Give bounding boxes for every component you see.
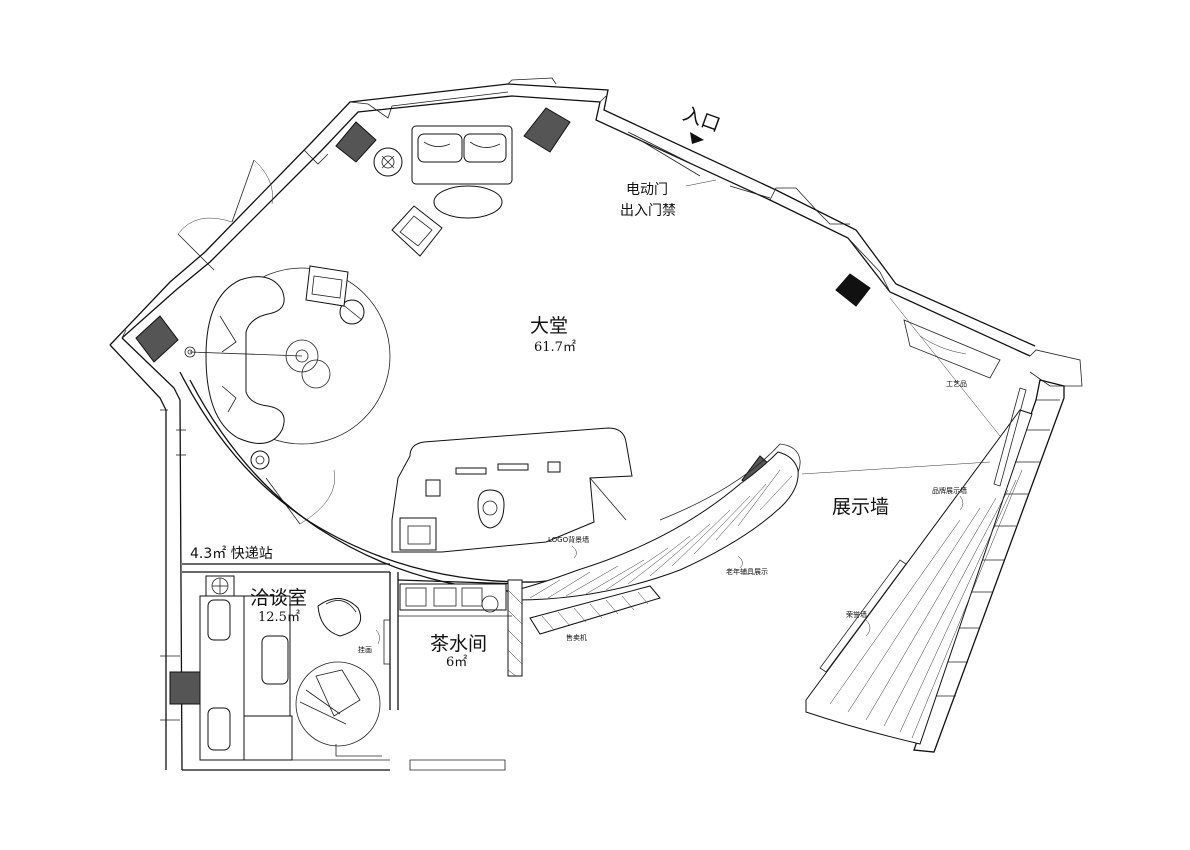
label-logo-wall: LOGO背景墙 (548, 535, 589, 544)
meeting-name: 洽谈室 (250, 587, 307, 609)
label-vending: 售卖机 (566, 633, 587, 642)
label-painting: 挂画 (358, 645, 372, 654)
tea-room (397, 579, 523, 677)
outer-walls (109, 77, 1083, 771)
display-wall-name: 展示墙 (832, 496, 889, 518)
display-wall (801, 297, 1065, 753)
tea-name: 茶水间 (430, 633, 487, 655)
door-swings-left (177, 159, 336, 525)
lounge-chair (391, 205, 443, 257)
sofa-top (411, 125, 513, 185)
door-note: 电动门 出入门禁 (620, 179, 717, 219)
label-craft: 工艺品 (946, 380, 967, 388)
reception-desk (391, 427, 633, 553)
label-brand-wall: 品牌展示墙 (932, 486, 967, 495)
door-note-line2: 出入门禁 (620, 203, 676, 219)
entrance-label: 入口 (680, 103, 723, 137)
side-table-round (373, 147, 403, 177)
tea-area: 6㎡ (446, 655, 467, 670)
express-label: 4.3㎡ 快递站 (190, 546, 273, 562)
lobby-name: 大堂 (530, 315, 568, 337)
round-lounge (184, 265, 391, 470)
columns (135, 107, 871, 705)
meeting-room (199, 572, 399, 761)
label-elderly-aids: 老年辅具展示 (726, 567, 768, 576)
entrance-arrow-icon (690, 132, 704, 144)
express-station (182, 563, 390, 573)
label-honor-wall: 荣誉墙 (846, 610, 867, 619)
annotations: 工艺品 品牌展示墙 荣誉墙 LOGO背景墙 老年辅具展示 售卖机 挂画 (358, 380, 967, 654)
door-note-line1: 电动门 (626, 182, 668, 198)
coffee-table-oval (433, 185, 503, 219)
logo-wall-hatched (515, 451, 799, 635)
meeting-area: 12.5㎡ (258, 610, 300, 625)
entrance-marker: 入口 (680, 103, 723, 144)
lobby-area: 61.7㎡ (534, 340, 576, 355)
